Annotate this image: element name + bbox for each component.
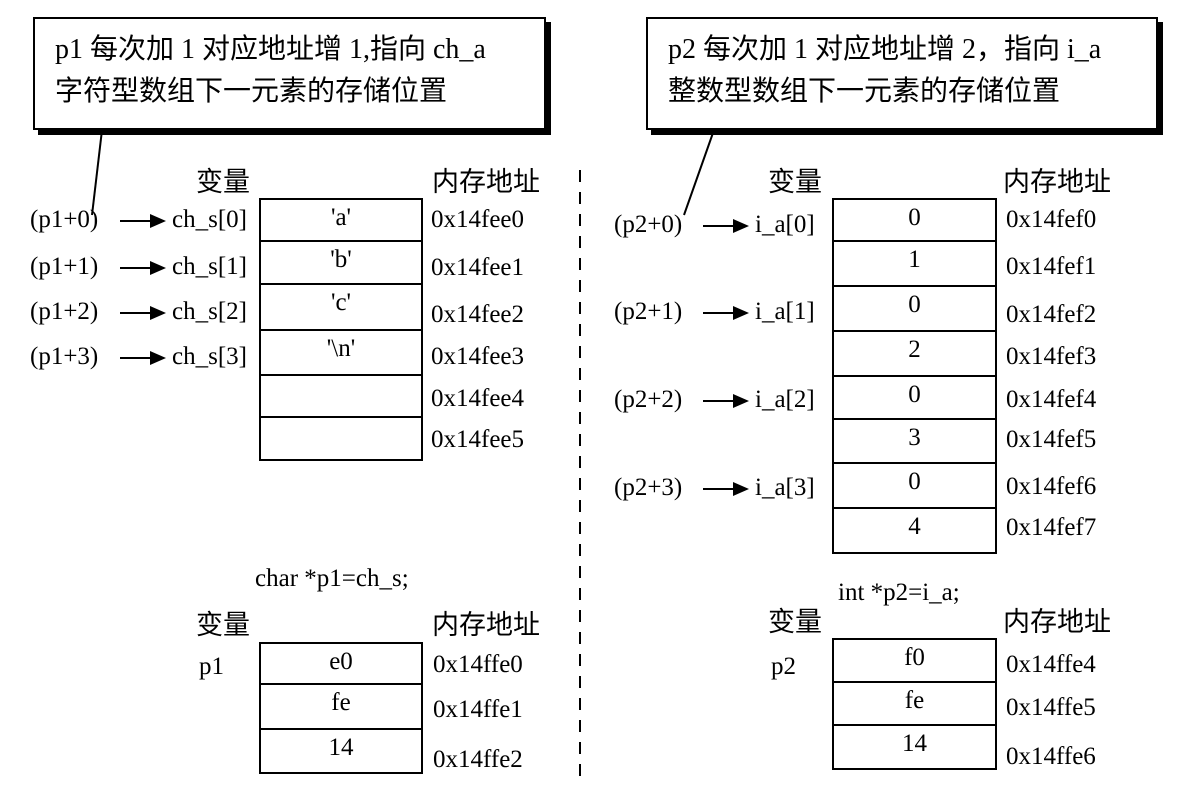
memory-cell <box>259 374 423 418</box>
arrow-icon <box>703 482 749 496</box>
pointer-label: (p1+1) <box>30 253 99 280</box>
memory-cell: f0 <box>832 638 997 683</box>
memory-cell: fe <box>259 683 423 730</box>
p2-variable-header: 变量 <box>768 607 822 637</box>
arrow-icon <box>120 351 166 365</box>
address-label: 0x14fee4 <box>431 385 525 412</box>
right-note: p2 每次加 1 对应地址增 2，指向 i_a 整数型数组下一元素的存储位置 <box>646 17 1158 130</box>
memory-cell: 'a' <box>259 198 423 242</box>
element-name: ch_s[1] <box>172 253 247 280</box>
address-label: 0x14fef6 <box>1006 473 1097 500</box>
memory-cell: e0 <box>259 642 423 685</box>
memory-cell: 3 <box>832 418 997 464</box>
element-name: ch_s[2] <box>172 298 247 325</box>
pointer-label: (p2+2) <box>614 386 683 413</box>
address-label: 0x14fef1 <box>1006 253 1097 280</box>
element-name: i_a[0] <box>755 211 815 238</box>
element-name: ch_s[0] <box>172 206 247 233</box>
address-label: 0x14fef5 <box>1006 426 1097 453</box>
memory-cell: 'b' <box>259 240 423 285</box>
element-name: i_a[1] <box>755 298 815 325</box>
address-label: 0x14fef2 <box>1006 301 1097 328</box>
pointer-label: (p1+0) <box>30 206 99 233</box>
left-note-line-1: p1 每次加 1 对应地址增 1,指向 ch_a <box>55 34 486 65</box>
address-label: 0x14ffe0 <box>433 651 523 678</box>
p1-variable-header: 变量 <box>196 610 250 640</box>
address-label: 0x14fef3 <box>1006 343 1097 370</box>
pointer-label: (p1+2) <box>30 298 99 325</box>
address-label: 0x14fef0 <box>1006 206 1097 233</box>
address-label: 0x14fef4 <box>1006 386 1097 413</box>
address-label: 0x14fef7 <box>1006 514 1097 541</box>
p2-name: p2 <box>771 653 796 680</box>
p2-address-header: 内存地址 <box>1003 607 1111 637</box>
p1-address-header: 内存地址 <box>432 610 540 640</box>
left-address-header: 内存地址 <box>432 167 540 197</box>
address-label: 0x14fee1 <box>431 254 525 281</box>
right-variable-header: 变量 <box>768 167 822 197</box>
memory-cell: 14 <box>832 724 997 770</box>
p1-declaration: char *p1=ch_s; <box>255 565 409 592</box>
address-label: 0x14fee5 <box>431 426 525 453</box>
element-name: i_a[2] <box>755 386 815 413</box>
pointer-label: (p2+3) <box>614 474 683 501</box>
memory-cell: 1 <box>832 240 997 287</box>
memory-cell: 0 <box>832 198 997 242</box>
p1-name: p1 <box>199 653 224 680</box>
address-label: 0x14ffe6 <box>1006 743 1096 770</box>
address-label: 0x14ffe2 <box>433 746 523 773</box>
address-label: 0x14fee0 <box>431 206 525 233</box>
pointer-label: (p2+1) <box>614 298 683 325</box>
pointer-label: (p1+3) <box>30 343 99 370</box>
memory-cell: '\n' <box>259 329 423 376</box>
memory-cell: fe <box>832 681 997 726</box>
arrow-icon <box>703 306 749 320</box>
arrow-icon <box>120 306 166 320</box>
address-label: 0x14ffe5 <box>1006 694 1096 721</box>
memory-cell: 4 <box>832 507 997 554</box>
memory-cell: 14 <box>259 728 423 774</box>
right-note-line-1: p2 每次加 1 对应地址增 2，指向 i_a <box>668 34 1102 65</box>
left-variable-header: 变量 <box>196 167 250 197</box>
arrow-icon <box>703 394 749 408</box>
memory-cell: 2 <box>832 330 997 377</box>
arrow-icon <box>120 214 166 228</box>
p2-declaration: int *p2=i_a; <box>838 579 960 606</box>
right-callout-leader <box>683 129 715 216</box>
memory-cell: 0 <box>832 375 997 420</box>
left-note: p1 每次加 1 对应地址增 1,指向 ch_a 字符型数组下一元素的存储位置 <box>33 17 546 130</box>
memory-cell: 'c' <box>259 283 423 331</box>
address-label: 0x14ffe1 <box>433 696 523 723</box>
right-address-header: 内存地址 <box>1003 167 1111 197</box>
element-name: i_a[3] <box>755 474 815 501</box>
element-name: ch_s[3] <box>172 343 247 370</box>
memory-cell <box>259 416 423 461</box>
left-callout-leader <box>91 129 103 216</box>
address-label: 0x14fee2 <box>431 301 525 328</box>
address-label: 0x14ffe4 <box>1006 651 1096 678</box>
arrow-icon <box>703 219 749 233</box>
memory-cell: 0 <box>832 462 997 509</box>
address-label: 0x14fee3 <box>431 343 525 370</box>
memory-cell: 0 <box>832 285 997 332</box>
pointer-label: (p2+0) <box>614 211 683 238</box>
left-note-line-2: 字符型数组下一元素的存储位置 <box>55 76 448 107</box>
arrow-icon <box>120 261 166 275</box>
right-note-line-2: 整数型数组下一元素的存储位置 <box>668 76 1061 107</box>
